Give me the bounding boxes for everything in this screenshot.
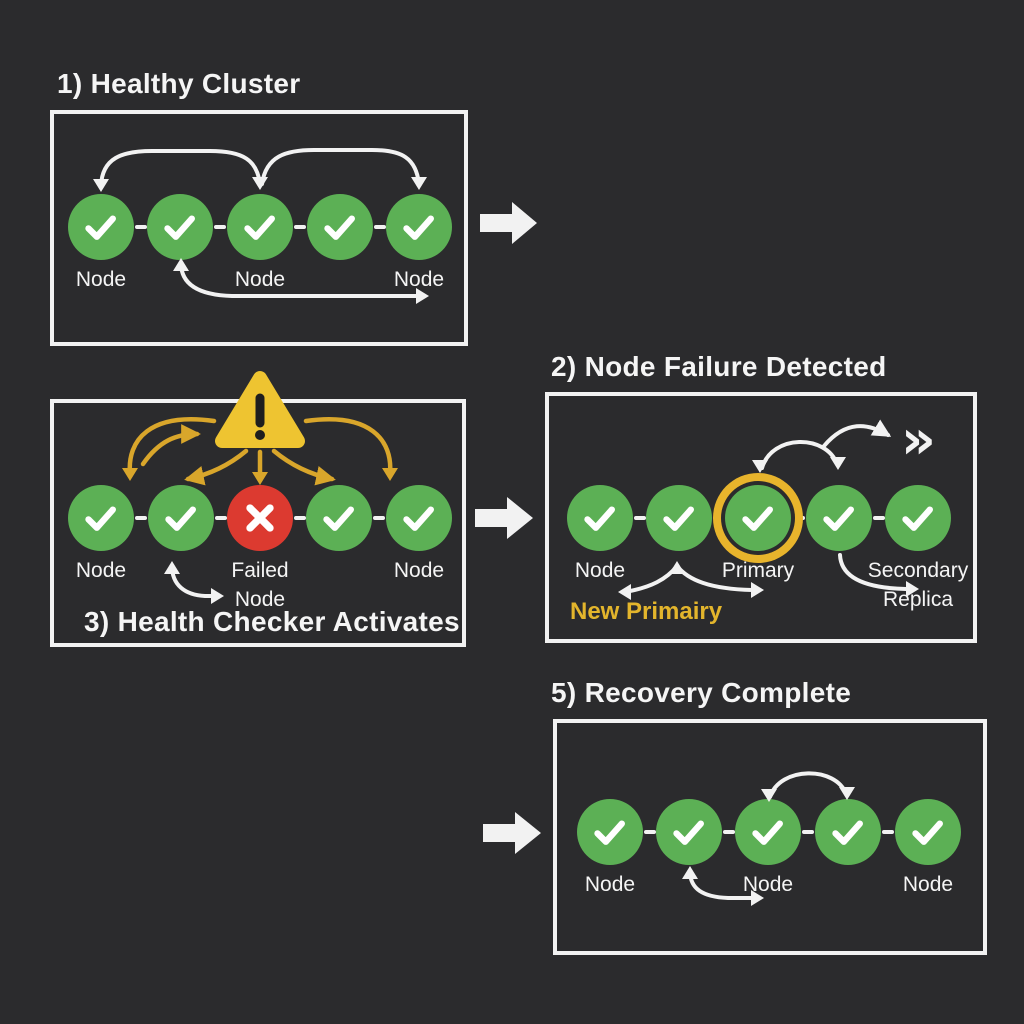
- healthy-node-icon: [386, 194, 452, 260]
- check-icon: [902, 506, 933, 531]
- panel-3-title: 3) Health Checker Activates: [84, 606, 460, 637]
- health-check-arrows: [122, 417, 398, 486]
- node-label: Node: [742, 873, 794, 896]
- node-link-dash: [135, 516, 147, 520]
- panel-2-title: 2) Node Failure Detected: [551, 351, 887, 382]
- healthy-node-icon: [895, 799, 961, 865]
- node-link-dash: [792, 516, 805, 520]
- check-icon: [324, 215, 355, 240]
- check-icon: [594, 820, 625, 845]
- node-link-dash: [633, 516, 646, 520]
- node-label: Node: [584, 873, 636, 896]
- check-icon: [752, 820, 783, 845]
- node-link-dash: [872, 516, 885, 520]
- node-link-dash: [643, 830, 656, 834]
- check-icon: [323, 506, 354, 531]
- node-link-dash: [293, 516, 306, 520]
- check-icon: [742, 506, 773, 531]
- check-icon: [165, 506, 196, 531]
- node-link-dash: [712, 516, 725, 520]
- healthy-node-icon: [307, 194, 373, 260]
- healthy-node-icon: [806, 485, 872, 551]
- panel-3-check-swoosh: [164, 561, 224, 604]
- node-link-dash: [294, 225, 306, 229]
- healthy-node-icon: [386, 485, 452, 551]
- healthy-node-icon: [577, 799, 643, 865]
- cross-icon: [246, 504, 274, 532]
- failed-node-icon: [227, 485, 293, 551]
- node-link-dash: [373, 225, 386, 229]
- node-link-dash: [882, 830, 894, 834]
- node-label: Secondary Replica: [867, 559, 969, 612]
- node-link-dash: [214, 225, 226, 229]
- check-icon: [244, 215, 275, 240]
- healthy-node-icon: [68, 194, 134, 260]
- check-icon: [584, 506, 615, 531]
- warning-triangle-icon: [215, 371, 305, 448]
- node-link-dash: [134, 225, 147, 229]
- healthy-node-icon: [227, 194, 293, 260]
- fast-forward-icon: »: [901, 408, 936, 471]
- healthy-node-icon: [306, 485, 372, 551]
- panel-recovery-complete: [553, 719, 987, 955]
- check-icon: [403, 215, 434, 240]
- check-icon: [912, 820, 943, 845]
- healthy-node-icon: [735, 799, 801, 865]
- panel-healthy-cluster: [50, 110, 468, 346]
- check-icon: [832, 820, 863, 845]
- node-link-dash: [373, 516, 385, 520]
- node-label: Node: [574, 559, 626, 582]
- healthy-node-icon: [885, 485, 951, 551]
- node-link-dash: [214, 516, 227, 520]
- node-label: Primary: [721, 559, 795, 582]
- node-label: Node: [75, 268, 127, 291]
- stage-arrow-2-icon: [475, 497, 533, 539]
- check-icon: [164, 215, 195, 240]
- healthy-node-icon: [68, 485, 134, 551]
- check-icon: [823, 506, 854, 531]
- node-link-dash: [722, 830, 735, 834]
- failover-arrows: »: [618, 408, 936, 600]
- node-link-dash: [802, 830, 814, 834]
- healthy-node-icon: [656, 799, 722, 865]
- new-primary-label: New Primairy: [570, 598, 723, 625]
- check-icon: [85, 506, 116, 531]
- panel-1-replication-arrows: [93, 148, 429, 304]
- node-label: Node: [75, 559, 127, 582]
- healthy-node-icon: [148, 485, 214, 551]
- healthy-node-icon: [567, 485, 633, 551]
- node-label: Node: [393, 268, 445, 291]
- node-label: Failed Node: [231, 559, 289, 612]
- recovery-arrows: [682, 771, 855, 906]
- panel-5-title: 5) Recovery Complete: [551, 677, 852, 708]
- panel-1-title: 1) Healthy Cluster: [57, 68, 301, 99]
- check-icon: [663, 506, 694, 531]
- check-icon: [403, 506, 434, 531]
- primary-node-icon: [725, 485, 791, 551]
- healthy-node-icon: [646, 485, 712, 551]
- healthy-node-icon: [147, 194, 213, 260]
- check-icon: [85, 215, 116, 240]
- stage-arrow-1-icon: [480, 202, 537, 244]
- healthy-node-icon: [815, 799, 881, 865]
- check-icon: [673, 820, 704, 845]
- stage-arrow-3-icon: [483, 812, 541, 854]
- node-label: Node: [393, 559, 445, 582]
- panel-node-failure-detected: [545, 392, 977, 643]
- node-label: Node: [902, 873, 954, 896]
- node-label: Node: [234, 268, 286, 291]
